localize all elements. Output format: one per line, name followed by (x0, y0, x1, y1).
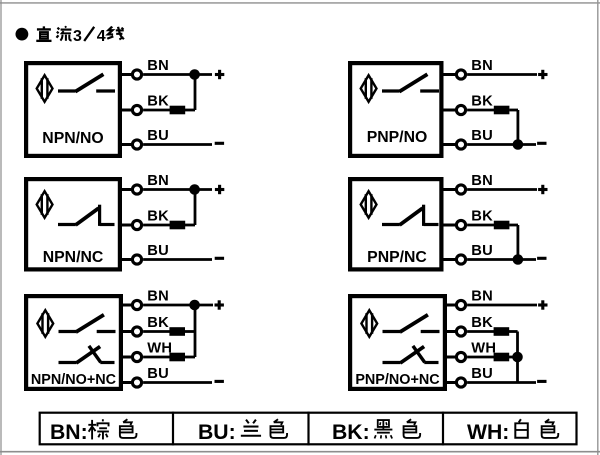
svg-text:BN: BN (147, 58, 169, 74)
svg-text:BK: BK (147, 209, 169, 225)
svg-text:BK:: BK: (332, 421, 370, 444)
svg-text:WH:: WH: (467, 421, 509, 444)
svg-text:BU: BU (471, 366, 493, 382)
svg-text:WH: WH (147, 341, 172, 357)
svg-text:BK: BK (147, 315, 169, 331)
svg-text:BN: BN (471, 289, 493, 305)
svg-text:NPN/NO+NC: NPN/NO+NC (31, 372, 116, 388)
svg-text:BK: BK (147, 94, 169, 110)
svg-text:PNP/NC: PNP/NC (367, 249, 427, 266)
svg-text:BN: BN (147, 289, 169, 305)
svg-text:3: 3 (73, 28, 82, 45)
svg-text:BU: BU (471, 128, 493, 144)
svg-text:BU: BU (147, 366, 169, 382)
svg-text:NPN/NO: NPN/NO (42, 130, 103, 147)
svg-text:BN: BN (471, 58, 493, 74)
svg-text:WH: WH (471, 341, 496, 357)
svg-text:PNP/NO+NC: PNP/NO+NC (355, 372, 439, 388)
svg-text:BK: BK (471, 209, 493, 225)
svg-text:BK: BK (471, 315, 493, 331)
svg-text:BN:: BN: (50, 421, 88, 444)
svg-text:BN: BN (471, 173, 493, 189)
svg-text:4: 4 (97, 28, 106, 45)
svg-text:NPN/NC: NPN/NC (43, 249, 104, 266)
svg-text:BU: BU (147, 243, 169, 259)
svg-text:PNP/NO: PNP/NO (367, 129, 428, 146)
svg-text:BU:: BU: (198, 421, 236, 444)
svg-text:BK: BK (471, 94, 493, 110)
svg-text:BN: BN (147, 173, 169, 189)
svg-text:BU: BU (471, 243, 493, 259)
svg-text:BU: BU (147, 128, 169, 144)
